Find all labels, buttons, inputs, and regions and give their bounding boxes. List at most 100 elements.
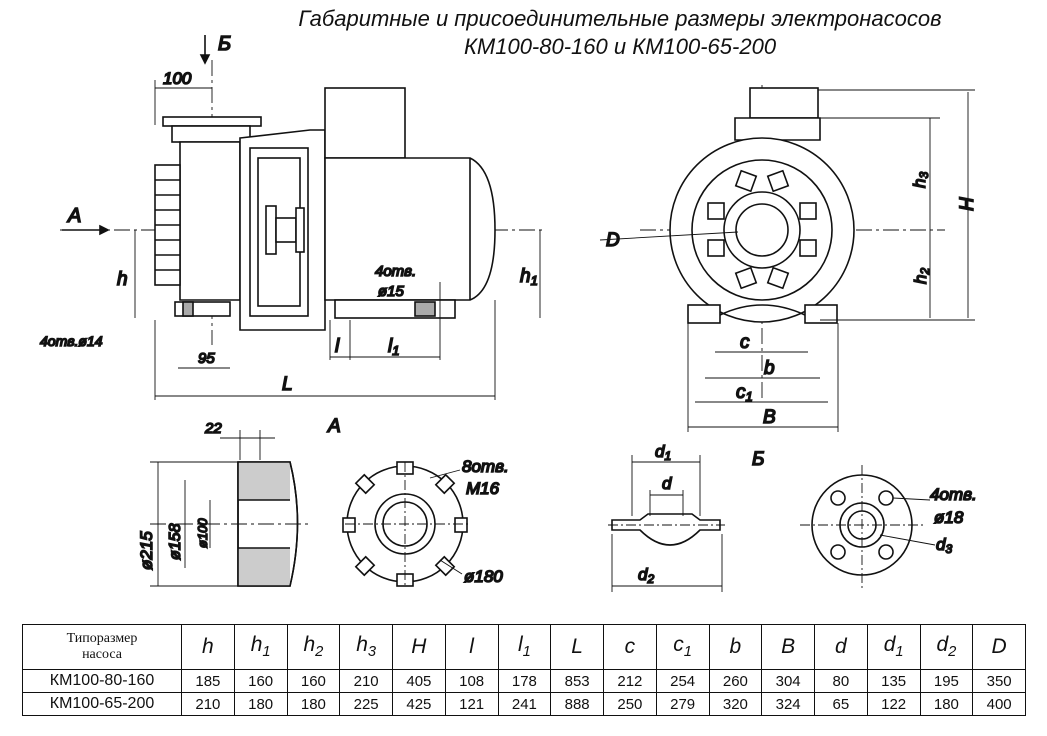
header-col: c <box>603 624 657 670</box>
dim-d2: d2 <box>638 565 654 586</box>
dim-22: 22 <box>204 420 222 437</box>
table-cell: 304 <box>761 669 815 693</box>
header-col-main: h <box>303 633 316 657</box>
section-a-label: А <box>327 416 341 437</box>
header-col-main: b <box>729 635 742 658</box>
row-pump-name: КМ100-80-160 <box>22 669 182 693</box>
dim-h1: h1 <box>520 266 538 288</box>
dim-100: 100 <box>163 69 192 88</box>
header-col-sub: 2 <box>948 644 957 661</box>
table-cell: 241 <box>497 692 552 716</box>
table-cell: 250 <box>603 692 657 716</box>
dim-c: c <box>740 332 750 353</box>
header-col: B <box>761 624 815 670</box>
table-cell: 122 <box>866 692 921 716</box>
header-col-main: l <box>469 635 474 658</box>
dim-l: l <box>335 336 340 357</box>
header-col-sub: 2 <box>315 644 324 661</box>
flow-arrow-a-label: А <box>67 205 81 227</box>
header-col: h1 <box>233 624 288 670</box>
header-col: l <box>444 624 499 670</box>
dim-h: h <box>117 269 128 290</box>
header-col: h <box>181 624 235 670</box>
header-col-main: c <box>624 635 636 658</box>
header-col-sub: 1 <box>895 644 904 661</box>
table-cell: 210 <box>339 669 393 693</box>
technical-drawing: Б А 100 h h1 4отв.ø14 95 L l l1 4отв. ø1… <box>39 32 979 592</box>
table-cell: 254 <box>655 669 710 693</box>
table-cell: 320 <box>708 692 763 716</box>
table-cell: 888 <box>550 692 604 716</box>
dim-H: H <box>957 197 978 211</box>
dim-h3: h3 <box>910 172 931 188</box>
side-view <box>60 35 545 400</box>
table-cell: 400 <box>972 692 1026 716</box>
header-col-main: c <box>673 633 684 657</box>
header-label-line-2: насоса <box>82 647 122 662</box>
header-col-main: l <box>517 633 523 657</box>
table-cell: 135 <box>866 669 921 693</box>
header-col-main: h <box>250 633 263 657</box>
section-b <box>608 455 936 592</box>
header-col-main: h <box>202 635 214 658</box>
holes-4-d14: 4отв.ø14 <box>40 333 103 349</box>
table-cell: 425 <box>392 692 446 716</box>
table-cell: 180 <box>233 692 288 716</box>
table-cell: 178 <box>497 669 552 693</box>
section-a <box>150 430 470 588</box>
header-col: L <box>550 624 604 670</box>
table-cell: 350 <box>972 669 1026 693</box>
header-col-sub: 1 <box>683 644 692 661</box>
row-pump-name: КМ100-65-200 <box>22 692 182 716</box>
header-col-main: H <box>411 635 427 658</box>
table-cell: 185 <box>181 669 235 693</box>
table-cell: 80 <box>814 669 868 693</box>
dim-d180: ø180 <box>464 567 503 586</box>
table-cell: 121 <box>444 692 499 716</box>
dim-d215: ø215 <box>137 531 156 570</box>
header-col: H <box>392 624 446 670</box>
holes-4-d18-size: ø18 <box>934 508 964 527</box>
dim-L: L <box>282 374 293 395</box>
table-cell: 405 <box>392 669 446 693</box>
header-col-sub: 1 <box>522 644 531 661</box>
holes-8-thread: M16 <box>466 479 500 498</box>
dim-b: b <box>764 358 775 379</box>
header-col-main: D <box>991 635 1007 658</box>
drawing-title-line-1: Габаритные и присоединительные размеры э… <box>298 6 942 31</box>
table-cell: 853 <box>550 669 604 693</box>
section-b-label: Б <box>752 449 764 470</box>
holes-4-d15-size: ø15 <box>378 283 405 300</box>
table-cell: 108 <box>444 669 499 693</box>
header-col-main: d <box>936 633 949 657</box>
table-cell: 180 <box>286 692 341 716</box>
drawing-title-line-2: КМ100-80-160 и КМ100-65-200 <box>463 34 777 59</box>
table-cell: 260 <box>708 669 763 693</box>
table-cell: 212 <box>603 669 657 693</box>
holes-8-count: 8отв. <box>462 457 509 476</box>
header-col: d1 <box>866 624 921 670</box>
table-cell: 279 <box>655 692 710 716</box>
dim-d: d <box>662 474 672 493</box>
dim-d158: ø158 <box>167 523 184 560</box>
header-pump-type: Типоразмер насоса <box>22 624 182 670</box>
header-col-main: d <box>835 635 847 658</box>
dim-h2: h2 <box>911 268 932 284</box>
header-label-line-1: Типоразмер <box>66 631 138 646</box>
holes-4-d18-count: 4отв. <box>930 485 977 504</box>
header-col-sub: 3 <box>367 644 377 661</box>
header-col-main: d <box>883 633 896 657</box>
view-b-marker: Б <box>218 33 231 55</box>
dim-D: D <box>606 230 620 251</box>
table-cell: 160 <box>233 669 288 693</box>
header-col: h2 <box>286 624 341 670</box>
header-col-main: B <box>781 635 796 658</box>
dim-B: B <box>763 407 776 428</box>
dim-l1: l1 <box>388 336 399 358</box>
table-cell: 65 <box>814 692 868 716</box>
header-col: c1 <box>655 624 710 670</box>
dim-d100: ø100 <box>195 518 210 548</box>
